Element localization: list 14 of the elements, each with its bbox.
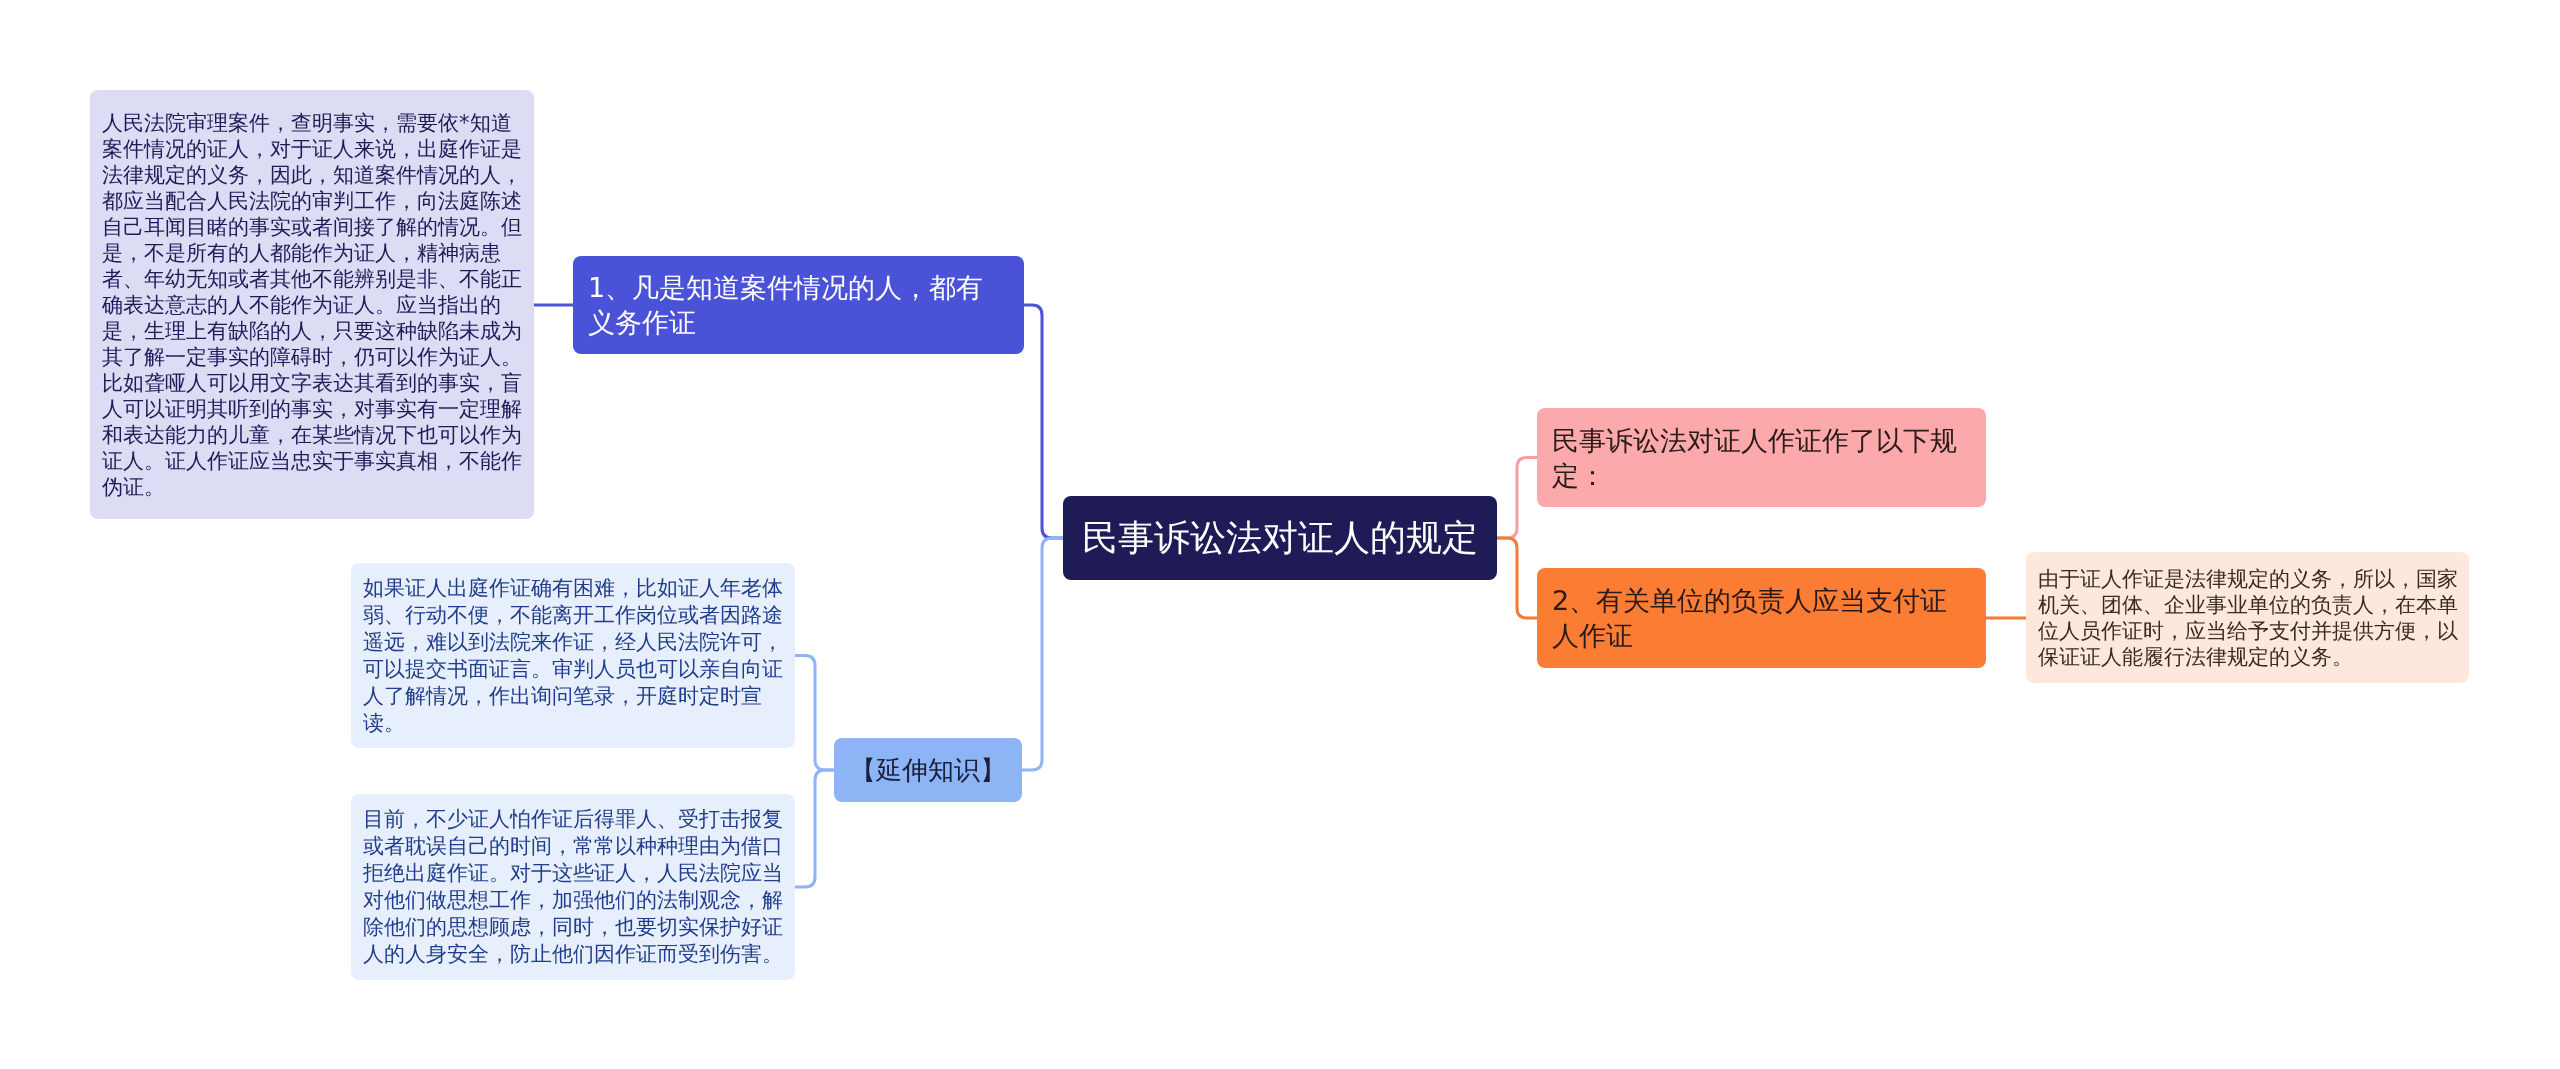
connector-line <box>1986 616 2026 620</box>
connector-line <box>534 303 573 307</box>
connector-line <box>1022 536 1063 772</box>
connector-line <box>795 768 834 889</box>
note-box: 由于证人作证是法律规定的义务，所以，国家机关、团体、企业事业单位的负责人，在本单位人员作证时，应当给予支付并提供方便，以保证证人能履行法律规定的义务。 <box>2026 552 2469 683</box>
topic-box: 民事诉讼法对证人作证作了以下规定： <box>1537 408 1986 507</box>
note-box: 人民法院审理案件，查明事实，需要依*知道案件情况的证人，对于证人来说，出庭作证是法律规定的义务，因此，知道案件情况的人，都应当配合人民法院的审判工作，向法庭陈述自己耳闻目睹的事实或者间接了解的情况。但是，不是所有的人都能作为证人，精神病患者、年幼无知或者其他不能辨别是非、不能正确表达意志的人不能作为证人。应当指出的是，生理上有缺陷的人，只要这种缺陷未成为其了解一定事实的障碍时，仍可以作为证人。比如聋哑人可以用文字表达其看到的事实，盲人可以证明其听到的事实，对事实有一定理解和表达能力的儿童，在某些情况下也可以作为证人。证人作证应当忠实于事实真相，不能作伪证。 <box>90 90 534 519</box>
topic-box: 2、有关单位的负责人应当支付证人作证 <box>1537 568 1986 668</box>
topic-box: 1、凡是知道案件情况的人，都有义务作证 <box>573 256 1024 354</box>
topic-box: 【延伸知识】 <box>834 738 1022 802</box>
connector-line <box>1497 536 1537 620</box>
central-topic-box: 民事诉讼法对证人的规定 <box>1063 496 1497 580</box>
note-box: 目前，不少证人怕作证后得罪人、受打击报复或者耽误自己的时间，常常以种种理由为借口拒绝出庭作证。对于这些证人，人民法院应当对他们做思想工作，加强他们的法制观念，解除他们的思想顾虑，同时，也要切实保护好证人的人身安全，防止他们因作证而受到伤害。 <box>351 794 795 980</box>
note-box: 如果证人出庭作证确有困难，比如证人年老体弱、行动不便，不能离开工作岗位或者因路途遥远，难以到法院来作证，经人民法院许可，可以提交书面证言。审判人员也可以亲自向证人了解情况，作出询问笔录，开庭时定时宣读。 <box>351 563 795 748</box>
